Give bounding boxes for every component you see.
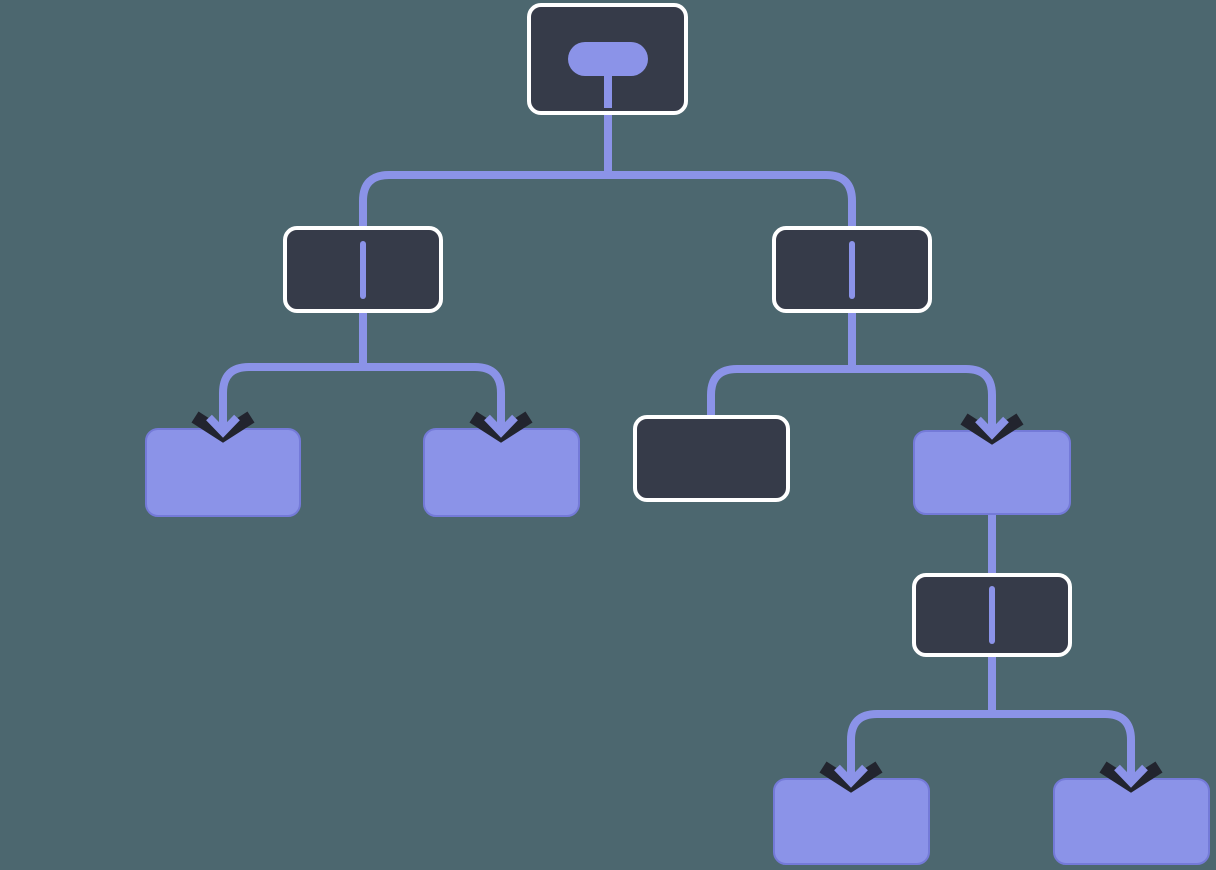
node-branch-left [283, 226, 443, 313]
node-leaf-left-2 [423, 428, 580, 517]
divider-bar-icon [849, 240, 855, 299]
node-branch-lower [912, 573, 1072, 657]
root-pill-stem-icon [603, 59, 612, 108]
node-leaf-right [913, 430, 1071, 515]
edge-lower-branch-to-leaves [847, 657, 1135, 782]
node-root [527, 3, 688, 115]
divider-bar-icon [360, 240, 366, 299]
edge-root-to-branches [359, 115, 856, 226]
divider-bar-icon [989, 586, 995, 644]
edge-branch-left-to-leaves [219, 313, 505, 432]
node-branch-right [772, 226, 932, 313]
node-leaf-bottom-right [1053, 778, 1210, 865]
node-leaf-left-1 [145, 428, 301, 517]
node-child-dark [633, 415, 790, 502]
node-leaf-bottom-left [773, 778, 930, 865]
